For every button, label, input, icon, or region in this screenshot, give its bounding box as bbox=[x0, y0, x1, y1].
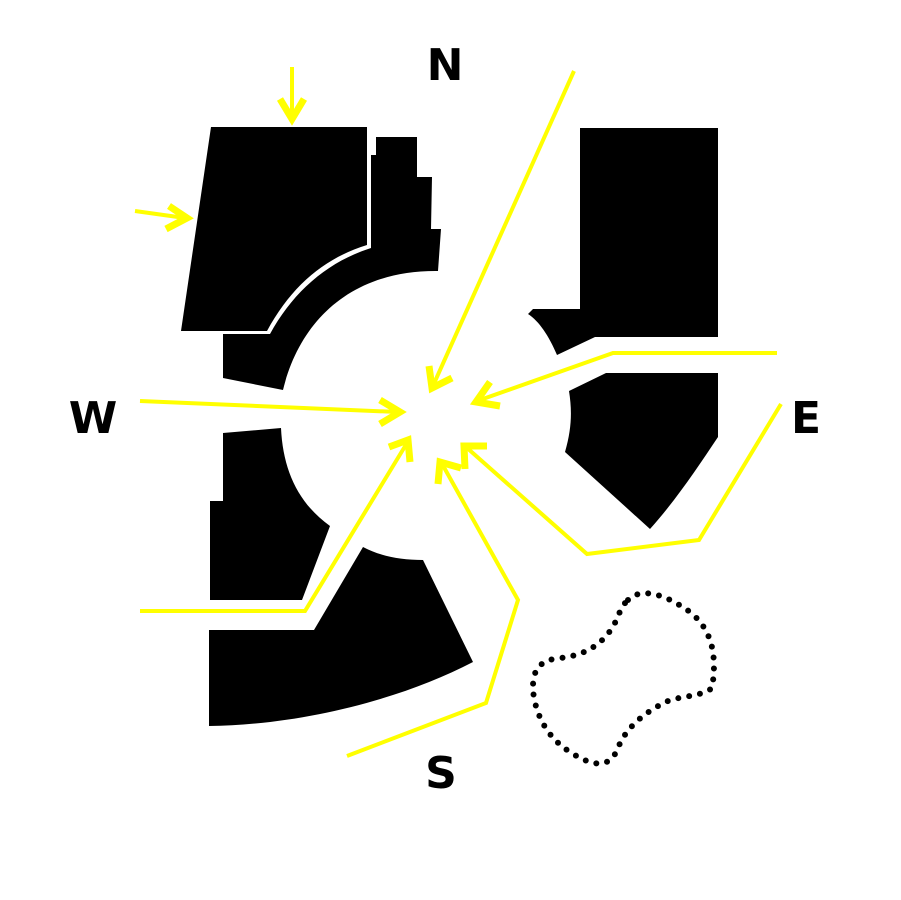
arrow-icon bbox=[434, 457, 462, 485]
arrow-icon bbox=[164, 203, 194, 233]
building-south bbox=[209, 547, 473, 726]
route-west bbox=[139, 399, 399, 414]
compass-south-label: S bbox=[425, 748, 457, 799]
pond-outline bbox=[530, 590, 717, 767]
arrow-line bbox=[134, 209, 186, 220]
building-west bbox=[210, 428, 330, 600]
compass-north-label: N bbox=[427, 40, 464, 91]
building-east bbox=[565, 373, 718, 529]
access-arrows bbox=[134, 67, 783, 758]
route-southwest bbox=[140, 441, 409, 613]
compass-east-label: E bbox=[791, 393, 821, 444]
building-northeast bbox=[528, 128, 718, 355]
arrow-icon bbox=[378, 396, 407, 428]
arrow-icon bbox=[276, 97, 308, 126]
route-north bbox=[430, 70, 576, 389]
compass-west-label: W bbox=[69, 393, 118, 444]
arrow-icon bbox=[387, 435, 414, 463]
route-east-lower bbox=[464, 402, 783, 557]
buildings bbox=[181, 127, 718, 726]
arrow-icon bbox=[469, 379, 501, 410]
building-northwest-stepped bbox=[223, 137, 441, 390]
route-south bbox=[346, 461, 521, 758]
route-east-upper bbox=[479, 351, 777, 402]
arrow-icon bbox=[425, 365, 454, 394]
building-northwest-main bbox=[181, 127, 367, 331]
arrow-icon bbox=[460, 442, 487, 470]
